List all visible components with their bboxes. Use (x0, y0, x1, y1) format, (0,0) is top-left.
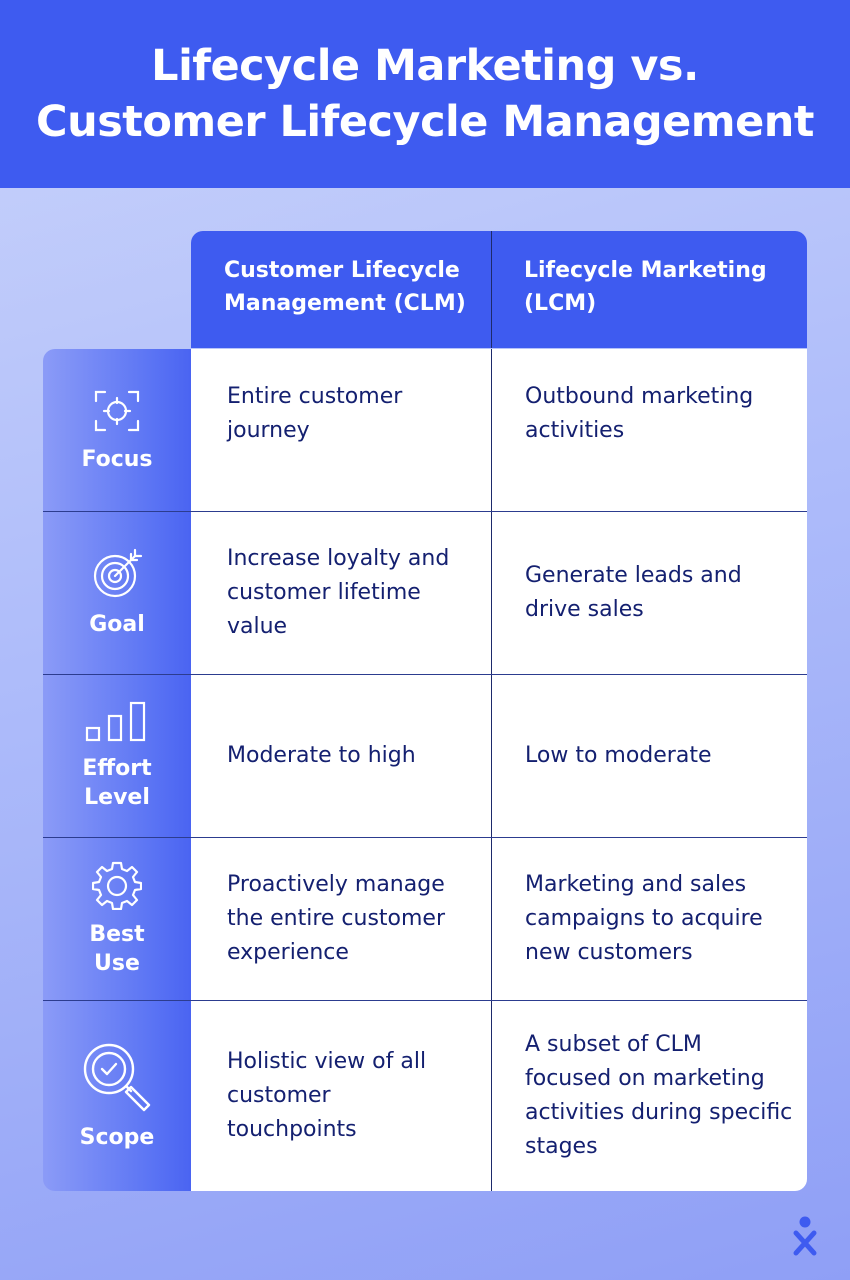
row-label-text: Best Use (89, 922, 145, 976)
row-label-focus: Focus (43, 349, 191, 512)
cell-clm: Proactively manage the entire customer e… (191, 838, 492, 1000)
page-header: Lifecycle Marketing vs. Customer Lifecyc… (0, 0, 850, 188)
cell-lcm: Generate leads and drive sales (525, 563, 742, 622)
page-title-line-2: Customer Lifecycle Management (36, 97, 814, 147)
row-label-goal: Goal (43, 512, 191, 675)
focus-target-icon (93, 387, 141, 435)
row-label-text: Focus (81, 446, 153, 472)
cell-clm: Holistic view of all customer touchpoint… (191, 1001, 492, 1191)
table-row: Holistic view of all customer touchpoint… (191, 1001, 807, 1191)
table-row: Entire customer journey Outbound marketi… (191, 349, 807, 512)
table-row: Increase loyalty and customer lifetime v… (191, 512, 807, 675)
comparison-table: Entire customer journey Outbound marketi… (191, 349, 807, 1191)
column-header-clm: Customer Lifecycle Management (CLM) (191, 231, 492, 348)
cell-lcm: Low to moderate (525, 743, 712, 768)
row-label-best-use: Best Use (43, 838, 191, 1001)
cell-lcm: Outbound marketing activities (525, 384, 754, 443)
row-label-text: Effort Level (82, 756, 152, 810)
row-label-effort-level: Effort Level (43, 675, 191, 838)
gear-icon (92, 860, 142, 910)
row-label-text: Scope (79, 1124, 155, 1150)
row-label-scope: Scope (43, 1001, 191, 1191)
column-headers: Customer Lifecycle Management (CLM) Life… (191, 231, 807, 348)
table-row: Moderate to high Low to moderate (191, 675, 807, 838)
row-label-text: Goal (89, 611, 145, 637)
bar-level-icon (83, 700, 151, 744)
cell-lcm: A subset of CLM focused on marketing act… (525, 1032, 793, 1159)
table-row: Proactively manage the entire customer e… (191, 838, 807, 1001)
person-logo-icon (792, 1215, 818, 1257)
cell-clm: Moderate to high (191, 675, 492, 837)
bullseye-arrow-icon (91, 548, 143, 600)
column-header-lcm: Lifecycle Marketing (LCM) (524, 257, 767, 316)
row-label-column: Focus Goal Effort Level Best Use (43, 349, 191, 1191)
page-title-line-1: Lifecycle Marketing vs. (151, 41, 699, 91)
cell-clm: Entire customer journey (191, 349, 492, 511)
cell-clm: Increase loyalty and customer lifetime v… (191, 512, 492, 674)
cell-lcm: Marketing and sales campaigns to acquire… (525, 872, 763, 965)
magnifier-check-icon (81, 1041, 153, 1113)
